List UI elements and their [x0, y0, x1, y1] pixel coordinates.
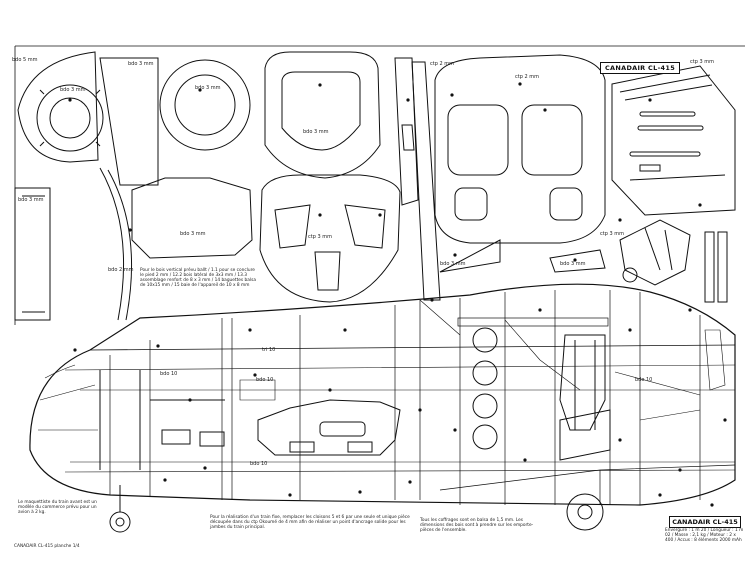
spec-block: Envergure : 1 m 20 / Longueur : 1 m 02 /…: [665, 528, 744, 544]
part-label: bdo 3 mm: [560, 261, 586, 267]
vertical-strip-b: [411, 61, 441, 301]
part-label: bdo 10: [256, 377, 274, 383]
wheel-ring-part: [159, 59, 251, 151]
curved-strip: [99, 167, 125, 321]
frame-top: [264, 51, 381, 179]
part-label: bdo 3 mm: [128, 61, 154, 67]
part-label: bdo 3 mm: [60, 87, 86, 93]
wedge-part-b: [549, 249, 606, 273]
plan-title-bottom: CANADAIR CL-415: [669, 516, 741, 528]
bulkhead-left: [131, 177, 253, 259]
vertical-strip-a: [394, 57, 419, 206]
nose-wheel: [109, 485, 131, 533]
bulkhead-middle: [259, 174, 401, 303]
double-window-frame: [434, 54, 606, 244]
landing-gear-detail: [619, 219, 691, 286]
footer-note: CANADAIR CL-415 planche 1/4: [14, 544, 80, 549]
part-label: ctp 3 mm: [690, 59, 714, 65]
porthole-column: [472, 327, 498, 450]
part-label: bdo 3 mm: [440, 261, 466, 267]
gear-bay: [559, 334, 606, 431]
part-label: tri 10: [262, 347, 276, 353]
part-label: bdo 3 mm: [303, 129, 329, 135]
strips-legend: Pour le bois vertical prévu ballt / 1.1 …: [140, 268, 256, 289]
plan-title: CANADAIR CL-415: [600, 62, 680, 74]
long-strip-left: [14, 187, 51, 321]
nose-cap-part: [17, 51, 99, 163]
ring-part: [36, 84, 104, 152]
wing-note: Pour la réalisation d'un train fixe, rem…: [210, 515, 410, 531]
part-label: bdo 10: [635, 377, 653, 383]
part-label: bdo 10: [250, 461, 268, 467]
main-wheel: [566, 493, 604, 531]
part-label: ctp 2 mm: [430, 61, 454, 67]
part-label: ctp 3 mm: [308, 234, 332, 240]
right-panel-part: [611, 65, 736, 216]
part-label: ctp 3 mm: [600, 231, 624, 237]
part-label: bdo 5 mm: [12, 57, 38, 63]
part-label: bdo 2 mm: [108, 267, 134, 273]
part-label: bdo 10: [160, 371, 178, 377]
part-label: bdo 3 mm: [195, 85, 221, 91]
part-label: bdo 3 mm: [180, 231, 206, 237]
part-label: ctp 2 mm: [515, 74, 539, 80]
nose-note: Le maquettiste du train avant est un mod…: [18, 500, 97, 516]
wedge-strip: [99, 57, 159, 186]
bulkhead-center: [257, 399, 401, 456]
wedge-part-a: [439, 239, 501, 273]
spar-note: Tous les coffrages sont en balsa de 1,5 …: [420, 518, 534, 534]
part-label: bdo 3 mm: [18, 197, 44, 203]
